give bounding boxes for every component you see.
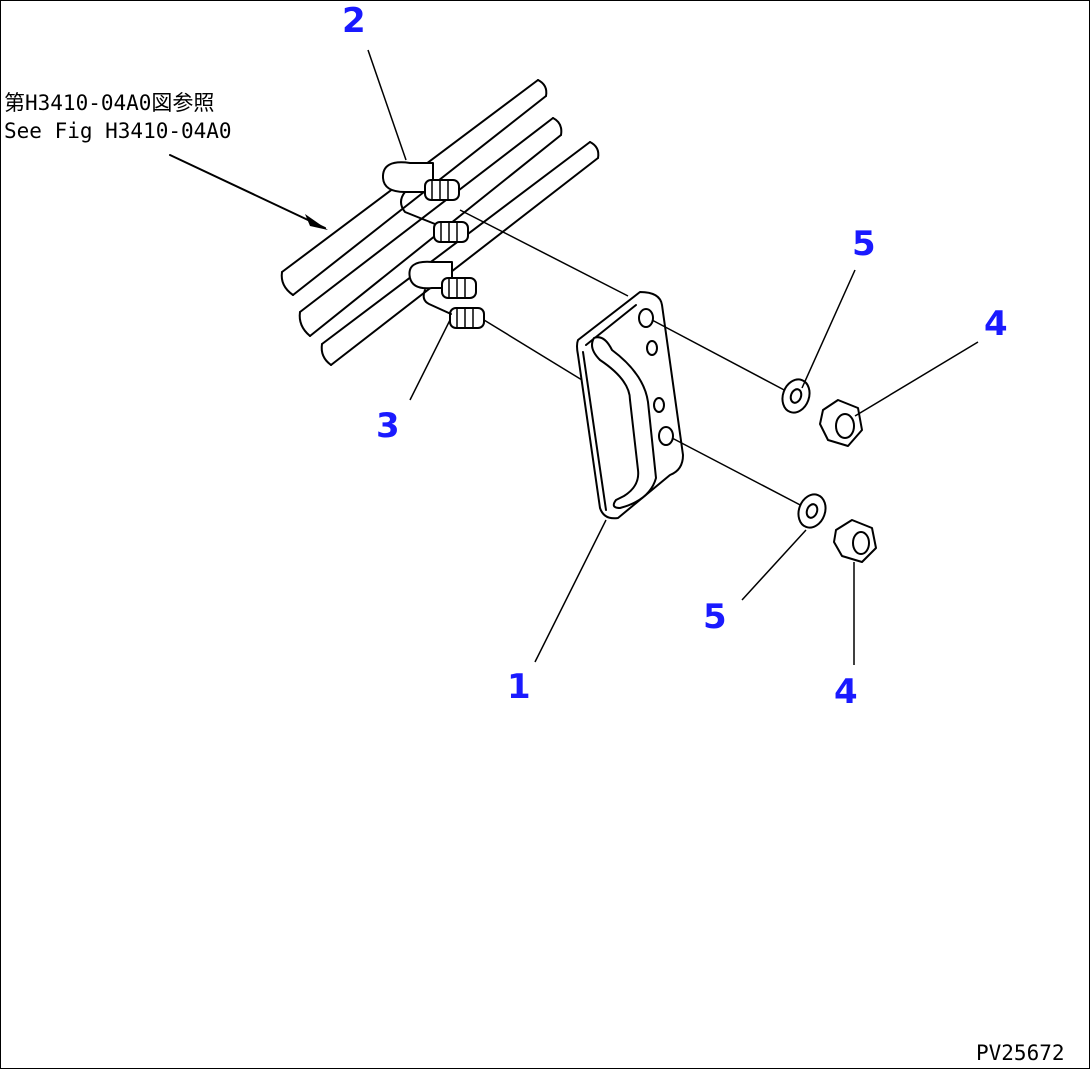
callout-4-lower: 4 (834, 672, 858, 712)
callout-3: 3 (376, 406, 400, 446)
nut-lower (833, 519, 877, 563)
callout-2: 2 (342, 1, 366, 41)
elbow-tube-lower (408, 260, 485, 329)
washer-upper (781, 378, 811, 414)
callout-1: 1 (507, 667, 531, 707)
callout-5-lower: 5 (703, 597, 727, 637)
bracket-plate (576, 291, 684, 520)
leader-lines (367, 49, 979, 665)
washer-lower (797, 493, 827, 529)
callout-5-upper: 5 (852, 224, 876, 264)
figure-id: PV25672 (976, 1041, 1065, 1065)
reference-arrow (169, 154, 328, 230)
reference-note-jp: 第H3410-04A0図参照 (4, 91, 214, 115)
nut-upper (819, 399, 863, 447)
assembly-lines (459, 209, 807, 509)
elbow-tube-upper (381, 161, 469, 243)
reference-note-en: See Fig H3410-04A0 (4, 119, 232, 143)
callout-4-upper: 4 (984, 304, 1008, 344)
